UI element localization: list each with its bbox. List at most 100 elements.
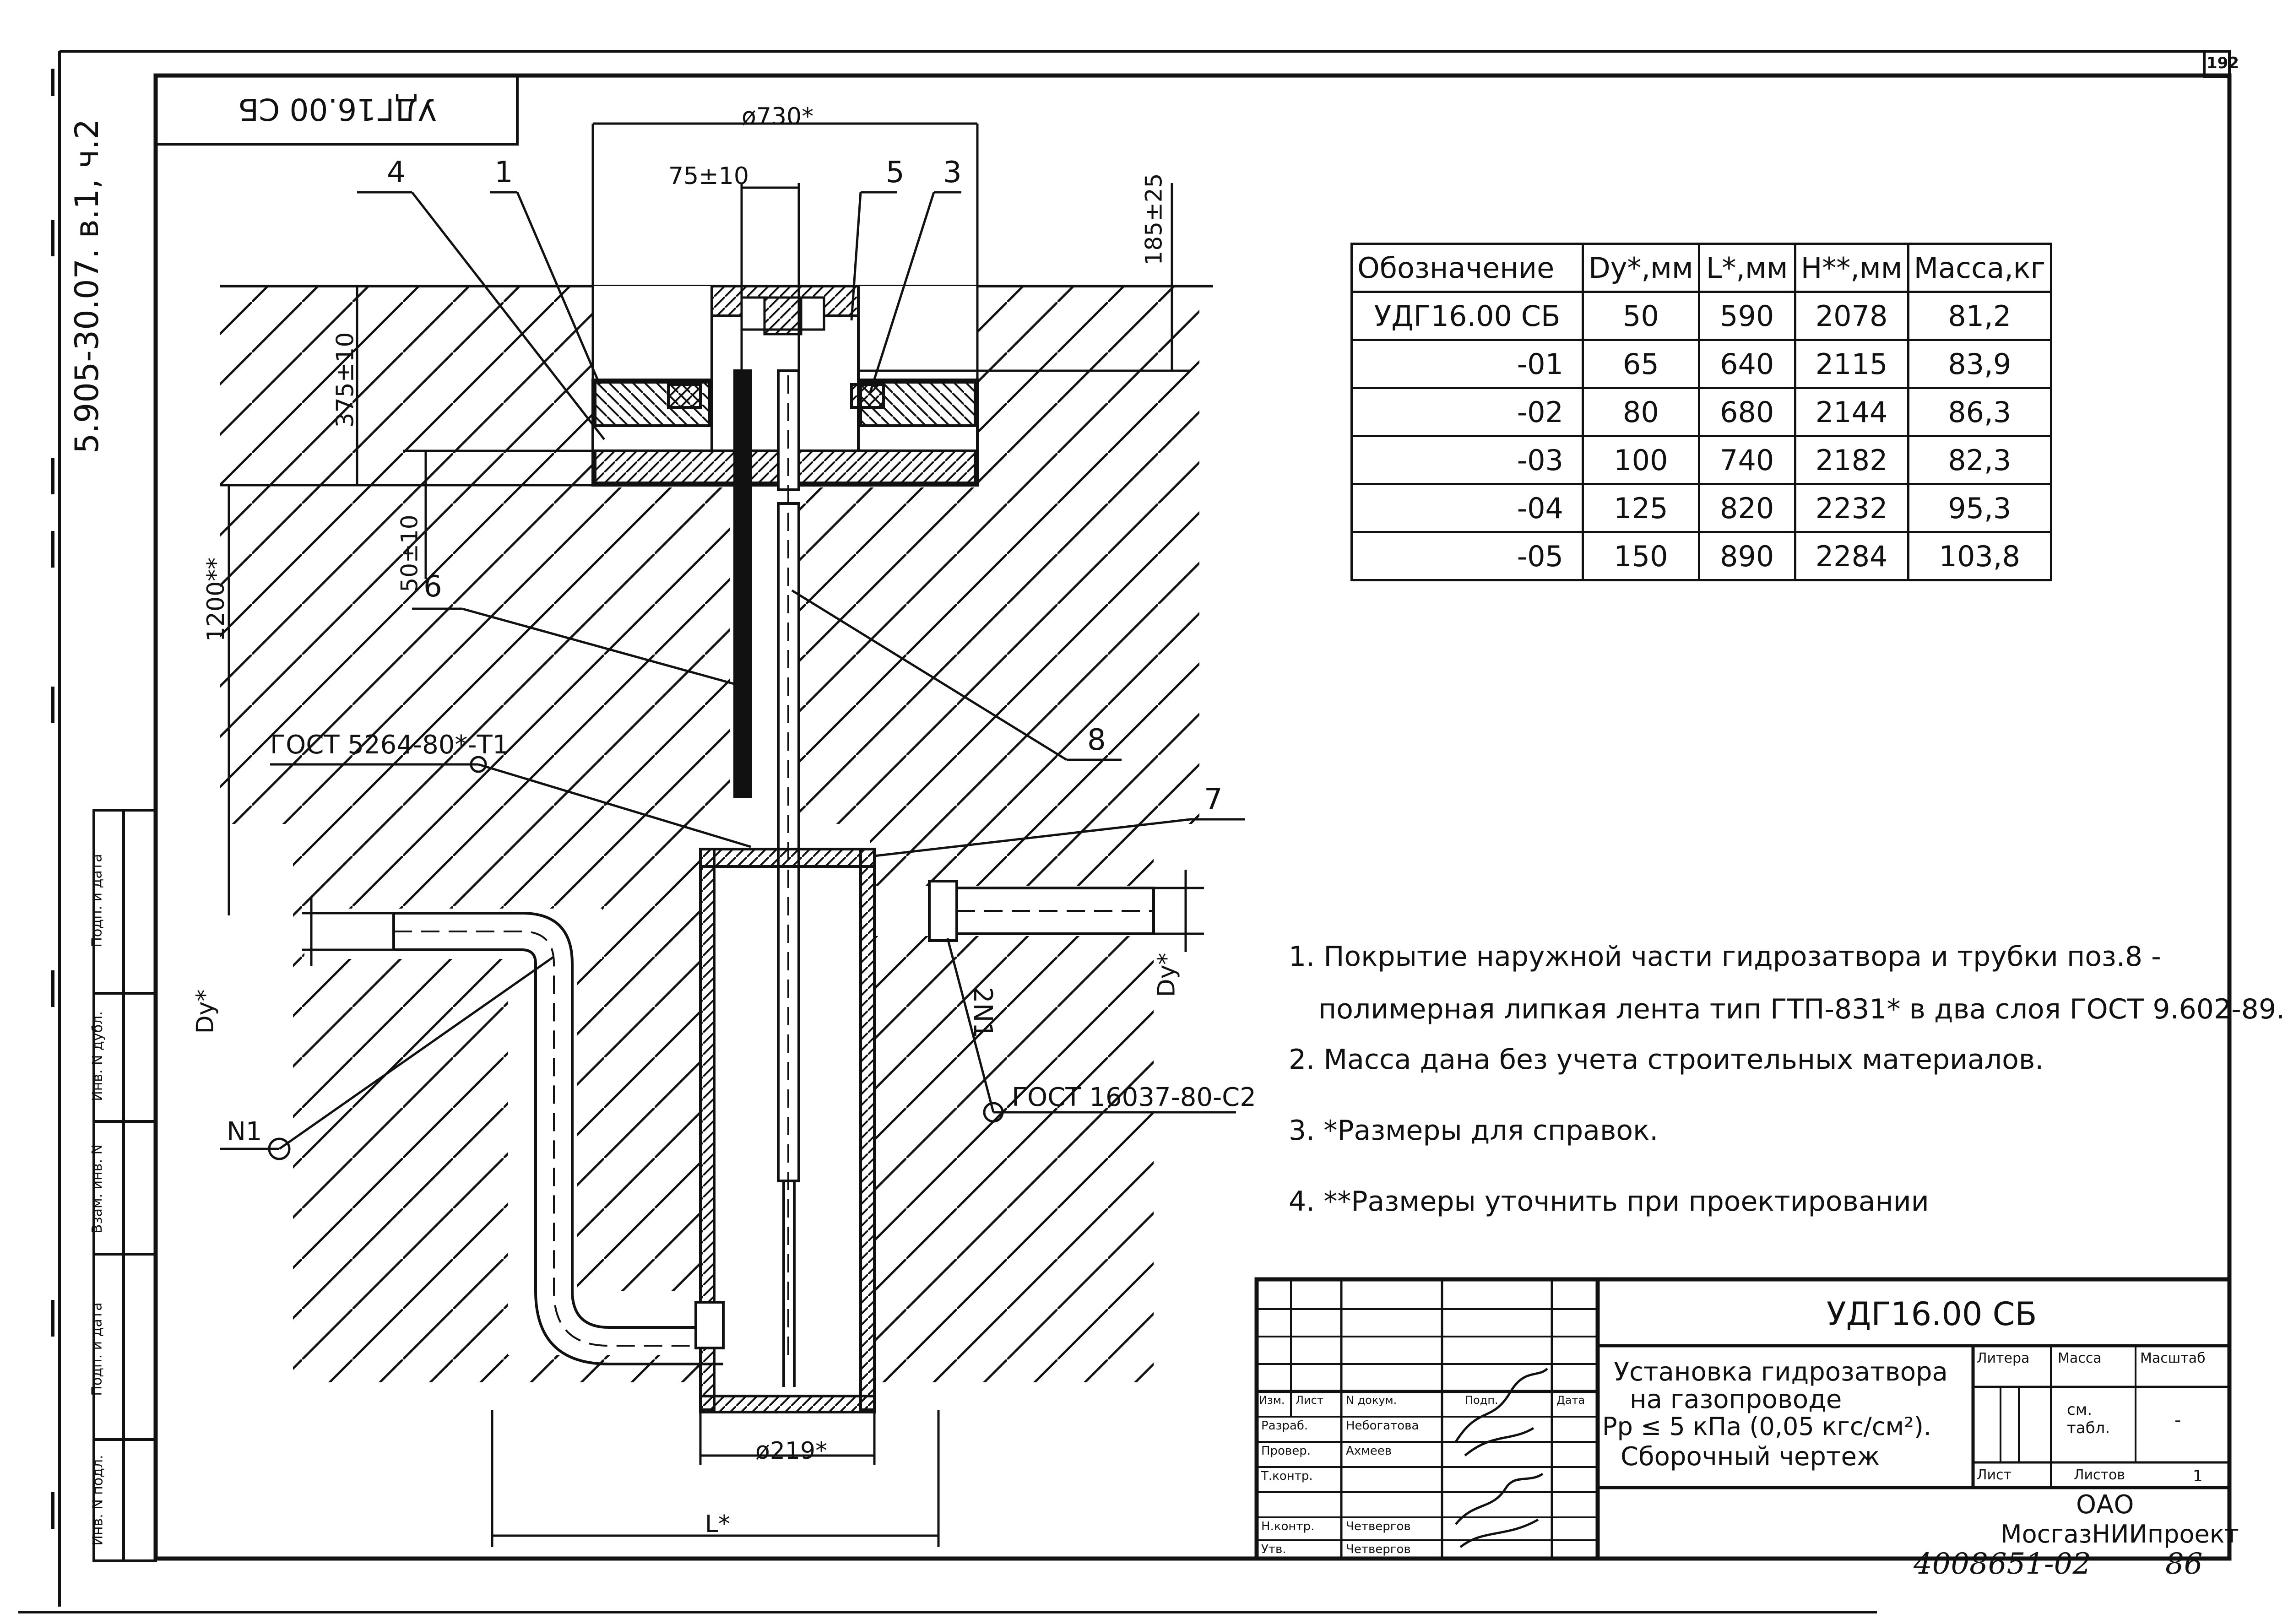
dim-d375: 375±10 xyxy=(331,332,359,428)
callout-1: 1 xyxy=(494,156,513,189)
table-cell: -02 xyxy=(1350,387,1584,437)
handwritten-page: 86 xyxy=(2165,1547,2203,1581)
table-cell: 65 xyxy=(1582,339,1700,389)
callout-3: 3 xyxy=(943,156,962,189)
tb-org-line: ОАО xyxy=(2076,1490,2134,1520)
top-stamp-box xyxy=(154,74,519,146)
tb-title-line: Сборочный чертеж xyxy=(1621,1442,1880,1472)
table-cell: 2182 xyxy=(1794,435,1909,485)
tb-signer-role: Н.контр. xyxy=(1261,1520,1315,1533)
table-header: Масса,кг xyxy=(1907,243,2052,293)
tb-role: Дата xyxy=(1556,1394,1585,1407)
tb-designation: УДГ16.00 СБ xyxy=(1827,1295,2037,1333)
table-cell: 150 xyxy=(1582,531,1700,581)
note-2: 2. Масса дана без учета строительных мат… xyxy=(1289,1044,2044,1076)
tb-scale-value: - xyxy=(2174,1410,2181,1431)
tb-title-line: Установка гидрозатвора xyxy=(1614,1357,1948,1387)
title-block-grid xyxy=(1254,1277,2232,1561)
table-header: Обозначение xyxy=(1350,243,1584,293)
dim-d75: 75±10 xyxy=(668,162,749,190)
dim-d219: ø219* xyxy=(755,1437,828,1465)
table-cell: 50 xyxy=(1582,291,1700,341)
tb-massa: Масса xyxy=(2058,1350,2102,1366)
tb-signer-name: Ахмеев xyxy=(1346,1444,1392,1458)
outlet-pipe xyxy=(928,880,1155,942)
side-stamp-label: Инв. N подл. xyxy=(90,1455,106,1546)
tb-list: Лист xyxy=(1977,1467,2012,1483)
table-row: -03 100 740 2182 82,3 xyxy=(1350,435,2052,485)
side-stamp-label: Взам. инв. N xyxy=(89,1144,105,1234)
table-header-row: Обозначение Dy*,мм L*,мм H**,мм Масса,кг xyxy=(1350,243,2052,293)
tb-signer-role: Разраб. xyxy=(1261,1419,1308,1433)
weld-label-n1: N1 xyxy=(227,1117,262,1147)
callout-6: 6 xyxy=(423,570,442,604)
tb-title-line: на газопроводе xyxy=(1630,1385,1842,1414)
table-cell: 2115 xyxy=(1794,339,1909,389)
tb-role: Изм. xyxy=(1259,1394,1285,1407)
table-header: H**,мм xyxy=(1794,243,1909,293)
table-header: Dy*,мм xyxy=(1582,243,1700,293)
table-cell: 2284 xyxy=(1794,531,1909,581)
table-cell: 100 xyxy=(1582,435,1700,485)
tb-masshtab: Масштаб xyxy=(2140,1350,2206,1366)
dim-d50: 50±10 xyxy=(396,514,423,592)
handwritten-code: 4008651-02 xyxy=(1914,1547,2092,1581)
table-cell: 86,3 xyxy=(1907,387,2052,437)
table-cell: 125 xyxy=(1582,483,1700,533)
note-1: 1. Покрытие наружной части гидрозатвора … xyxy=(1289,941,2161,973)
table-cell: -03 xyxy=(1350,435,1584,485)
tb-title-line: Рр ≤ 5 кПа (0,05 кгс/см²). xyxy=(1602,1412,1932,1441)
table-row: УДГ16.00 СБ 50 590 2078 81,2 xyxy=(1350,291,2052,341)
table-cell: 590 xyxy=(1697,291,1796,341)
tb-listov-value: 1 xyxy=(2193,1467,2203,1485)
dim-d1200: 1200** xyxy=(202,557,230,642)
tb-signer-role: Утв. xyxy=(1261,1543,1286,1556)
note-4: 4. **Размеры уточнить при проектировании xyxy=(1289,1186,1929,1218)
table-cell: 680 xyxy=(1697,387,1796,437)
dim-dy-right: Dy* xyxy=(1153,953,1181,997)
table-cell: -01 xyxy=(1350,339,1584,389)
tb-org-line: МосгазНИИпроект xyxy=(2001,1520,2239,1548)
tb-signer-name: Небогатова xyxy=(1346,1419,1419,1433)
vessel xyxy=(699,848,876,1413)
vertical-tubes xyxy=(733,369,800,1387)
tb-role: N докум. xyxy=(1346,1394,1397,1407)
signatures xyxy=(1454,1368,1548,1548)
note-1-cont: полимерная липкая лента тип ГТП-831* в д… xyxy=(1318,993,2285,1025)
table-cell: 83,9 xyxy=(1907,339,2052,389)
table-cell: 640 xyxy=(1697,339,1796,389)
callout-8: 8 xyxy=(1087,723,1106,757)
table-cell: 820 xyxy=(1697,483,1796,533)
tb-signer-name: Четвергов xyxy=(1346,1520,1411,1533)
table-cell: 2078 xyxy=(1794,291,1909,341)
tb-signer-role: Т.контр. xyxy=(1261,1469,1313,1483)
tb-signer-name: Четвергов xyxy=(1346,1543,1411,1556)
tb-listov: Листов xyxy=(2074,1467,2125,1483)
table-cell: 2144 xyxy=(1794,387,1909,437)
top-stamp: УДГ16.00 СБ xyxy=(238,92,437,127)
tb-role: Лист xyxy=(1296,1394,1323,1407)
table-header: L*,мм xyxy=(1697,243,1796,293)
dim-d185: 185±25 xyxy=(1140,173,1167,265)
tb-role: Подп. xyxy=(1465,1394,1498,1407)
table-cell: 82,3 xyxy=(1907,435,2052,485)
dim-d730: ø730* xyxy=(742,103,814,130)
dim-l: L* xyxy=(705,1510,730,1538)
side-stamp xyxy=(92,809,157,1562)
callout-7: 7 xyxy=(1204,783,1223,817)
table-cell: -04 xyxy=(1350,483,1584,533)
note-3: 3. *Размеры для справок. xyxy=(1289,1115,1659,1147)
weld-label-2n1: 2N1 xyxy=(968,986,998,1039)
sheet-number-box xyxy=(2203,50,2231,78)
weld-label-c2: ГОСТ 16037-80-С2 xyxy=(1012,1083,1256,1112)
dimension-lines xyxy=(220,122,1204,1547)
tb-signer-role: Провер. xyxy=(1261,1444,1311,1458)
callout-5: 5 xyxy=(886,156,905,189)
vertical-doc-code: 5.905-30.07. в.1, ч.2 xyxy=(68,119,106,454)
table-row: -04 125 820 2232 95,3 xyxy=(1350,483,2052,533)
side-stamp-label: Инв. N дубл. xyxy=(89,1011,106,1101)
variants-table: Обозначение Dy*,мм L*,мм H**,мм Масса,кг… xyxy=(1350,243,2052,581)
inlet-pipe xyxy=(392,912,725,1365)
callout-4: 4 xyxy=(387,156,406,189)
